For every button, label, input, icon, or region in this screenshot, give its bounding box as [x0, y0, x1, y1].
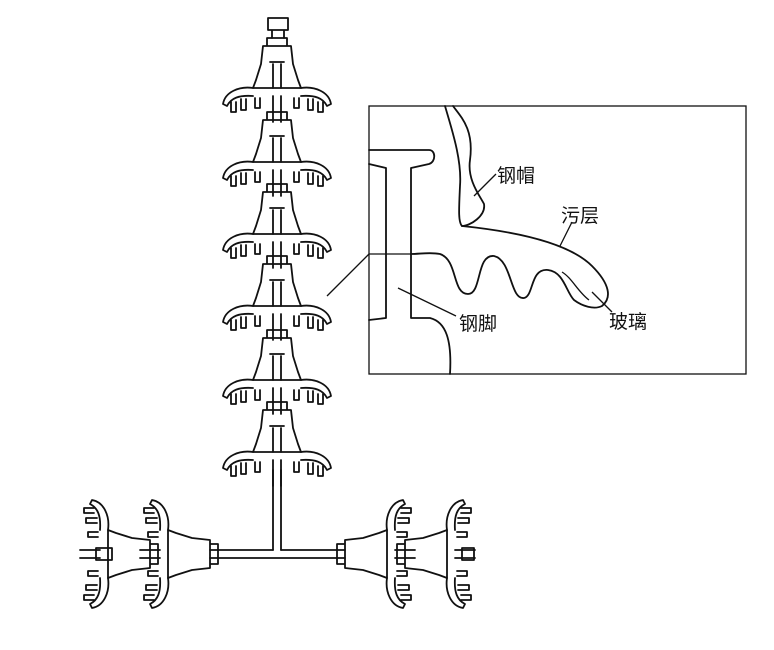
vertical-insulator-string — [222, 17, 332, 551]
left-insulator-string — [79, 499, 219, 609]
horizontal-yoke — [209, 549, 346, 559]
right-insulator-string — [336, 499, 476, 609]
detail-inset — [368, 105, 747, 375]
label-steel-pin: 钢脚 — [459, 313, 497, 335]
label-glass: 玻璃 — [609, 311, 647, 333]
label-steel-cap: 钢帽 — [497, 165, 535, 187]
detail-leader-line — [326, 253, 370, 297]
label-pollution-layer: 污层 — [561, 205, 599, 227]
